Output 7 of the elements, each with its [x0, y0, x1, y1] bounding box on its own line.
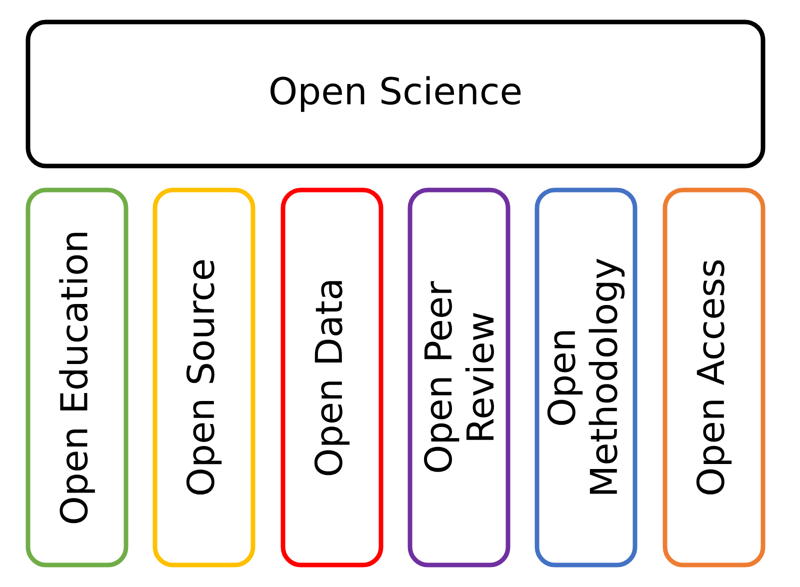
category-box: Open Data — [280, 188, 384, 568]
category-box: Open Education — [26, 188, 128, 568]
category-box: Open Methodology — [534, 188, 638, 568]
title-box: Open Science — [26, 20, 766, 168]
category-box: Open Peer Review — [408, 188, 510, 568]
category-box: Open Source — [152, 188, 256, 568]
category-box: Open Access — [662, 188, 766, 568]
